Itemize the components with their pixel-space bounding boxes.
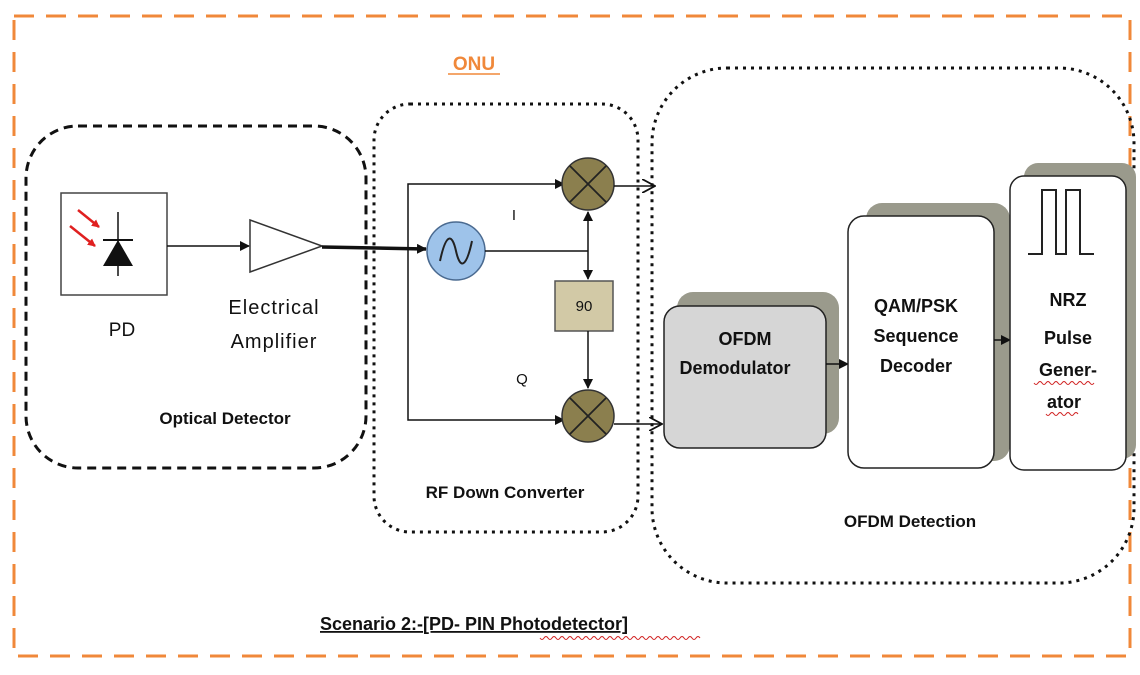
amplifier-label-line2: Amplifier [231,331,318,353]
optical-detector-label: Optical Detector [159,409,291,428]
onu-boundary [12,14,1132,658]
photodiode-box [60,192,168,296]
decoder-label-line3: Decoder [880,356,952,376]
spellcheck-squiggle-generator [1033,381,1095,385]
spellcheck-squiggle-ator [1045,412,1079,416]
q-branch-label: Q [516,371,528,388]
sine-wave-icon [439,237,473,265]
decoder-box [847,215,995,469]
photodiode-icon [69,209,133,276]
amplifier-icon [249,218,325,274]
q-mixer-icon [561,389,615,443]
ofdm-demodulator-box [663,305,827,449]
onu-title: ONU [453,54,495,75]
scenario-caption-prefix: Scenario 2:- [320,614,423,634]
rf-down-converter-group [372,102,640,534]
rf-down-converter-label: RF Down Converter [426,483,585,502]
ofdm-demodulator-label-line2: Demodulator [679,358,790,378]
optical-detector-group [24,124,368,470]
pd-label: PD [109,320,135,341]
phase-shift-label: 90 [576,298,593,315]
nrz-generator-box [1009,175,1127,471]
ofdm-detection-label: OFDM Detection [844,512,976,531]
nrz-label-line2: Pulse [1044,328,1092,348]
nrz-label-line3: Gener- [1039,360,1097,380]
ofdm-demodulator-label-line1: OFDM [719,329,772,349]
i-mixer-icon [561,157,615,211]
spellcheck-squiggle-photodetector [539,636,701,640]
phase-shift-box [554,280,614,332]
i-branch-label: I [512,207,516,224]
nrz-pulse-icon [1028,189,1094,255]
decoder-label-line1: QAM/PSK [874,296,958,316]
i-path-line [407,179,565,247]
decoder-label-line2: Sequence [873,326,958,346]
q-path-line [407,247,565,425]
nrz-label-line1: NRZ [1050,290,1087,310]
scenario-caption: Scenario 2:-[PD- PIN Photodetector] [320,614,628,634]
nrz-label-line4: ator [1047,392,1081,412]
scenario-caption-detail: [PD- PIN Photodetector] [423,614,628,634]
amplifier-to-oscillator-arrow [321,243,427,254]
amplifier-label-line1: Electrical [228,297,319,319]
